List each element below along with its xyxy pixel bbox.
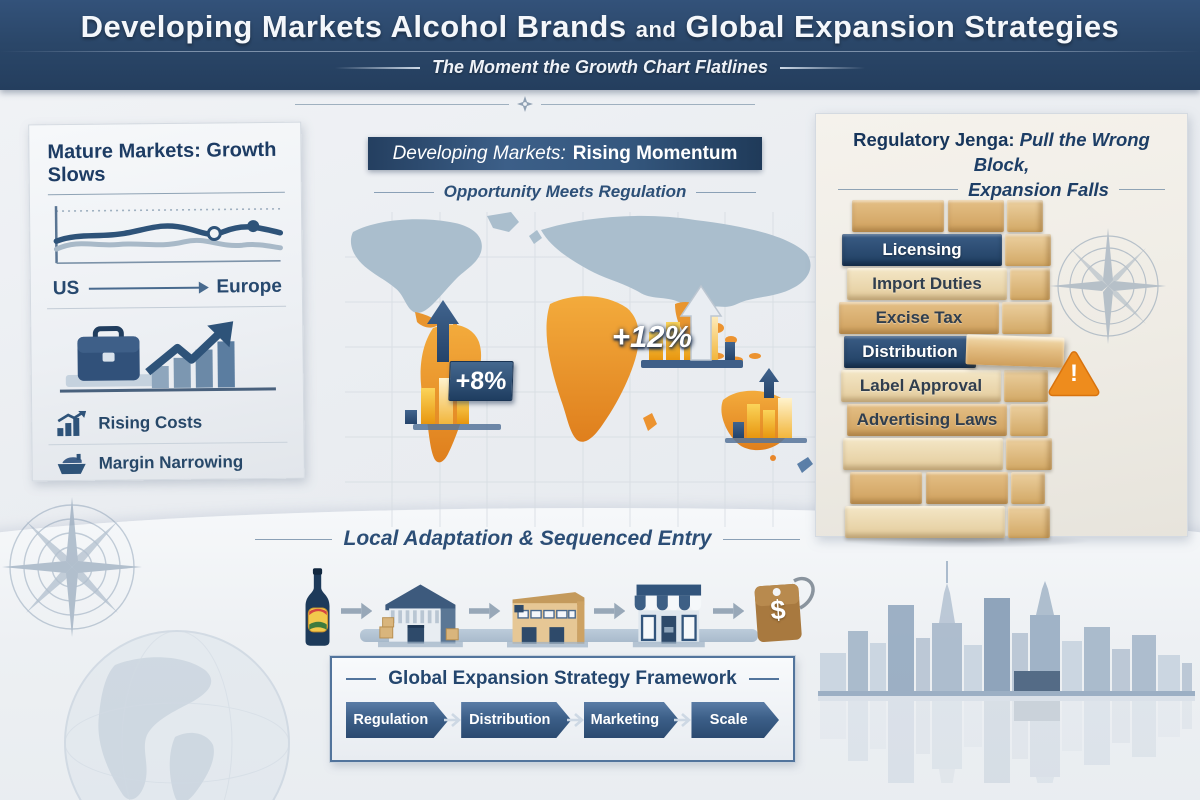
arrow-icon [712, 602, 744, 620]
bullet-margin-narrowing: Margin Narrowing [48, 441, 288, 484]
supply-chain-row: $ [300, 558, 820, 650]
arrow-icon [593, 602, 626, 620]
arrow-icon [341, 602, 373, 620]
jenga-block-label-approval: Label Approval [841, 370, 1048, 402]
developing-markets-banner: Developing Markets: Rising Momentum [368, 137, 762, 170]
wine-bottle-icon [305, 568, 330, 646]
jenga-title-italic: Pull the Wrong Block, [973, 129, 1150, 175]
jenga-block-licensing: Licensing [842, 234, 1051, 266]
continent-eurasia [541, 215, 811, 311]
framework-title-row: Global Expansion Strategy Framework [346, 668, 779, 690]
step-distribution: Distribution [461, 702, 571, 738]
up-arrow-icon [427, 300, 459, 362]
up-arrow-icon-small [759, 368, 779, 398]
globe-icon [64, 630, 290, 800]
subtitle-line-right [780, 66, 865, 69]
step-arrow-icon [565, 713, 590, 727]
continent-africa [546, 296, 639, 442]
subtitle-line-left [334, 66, 420, 69]
banner-emphasis: Rising Momentum [572, 142, 738, 164]
banner-prefix: Developing Markets: [392, 142, 566, 164]
compass-ornament-icon [517, 96, 533, 112]
mature-markets-panel: Mature Markets: Growth Slows US Europe [28, 121, 305, 484]
step-arrow-icon [673, 713, 698, 727]
jenga-block-distribution: Distribution [844, 336, 976, 368]
title-secondary: Global Expansion Strategies [685, 9, 1120, 44]
jenga-plain-row [850, 472, 1045, 504]
factory-icon [506, 592, 588, 648]
jenga-block-advertising-laws: Advertising Laws [847, 404, 1048, 436]
framework-steps: Regulation Distribution Marketing Scale [346, 702, 779, 738]
up-arrow-icon-large [679, 284, 723, 361]
continent-north-america [350, 212, 519, 313]
ship-icon [57, 453, 86, 475]
world-map [345, 212, 820, 527]
jenga-plain-row [843, 438, 1052, 470]
page-subtitle: The Moment the Growth Chart Flatlines [431, 57, 768, 77]
compass-rose-icon-left [2, 497, 142, 637]
bullet-label: Rising Costs [98, 412, 203, 433]
flow-arrow-icon [89, 286, 207, 290]
ornament-row [295, 96, 755, 112]
bullet-label: Margin Narrowing [98, 452, 244, 473]
step-marketing: Marketing [584, 702, 679, 738]
arrow-icon [469, 602, 501, 620]
jenga-tower: Licensing Import Duties Excise Tax Distr… [838, 200, 1168, 548]
jenga-panel-title: Regulatory Jenga: Pull the Wrong Block, [828, 128, 1175, 178]
price-tag-icon: $ [750, 575, 820, 650]
market-flow-row: US Europe [53, 276, 282, 300]
briefcase-growth-illustration [59, 321, 276, 393]
header-divider [0, 51, 1200, 52]
framework-title: Global Expansion Strategy Framework [388, 668, 737, 689]
rising-bars-icon [57, 410, 87, 437]
sequence-title-row: Local Adaptation & Sequenced Entry [255, 527, 801, 551]
jenga-plain-row [845, 506, 1050, 538]
title-conjunction: and [635, 17, 677, 42]
bullet-rising-costs: Rising Costs [48, 402, 287, 445]
step-regulation: Regulation [346, 702, 449, 738]
strategy-framework-box: Global Expansion Strategy Framework Regu… [329, 655, 796, 763]
page-title: Developing Markets Alcohol Brands and Gl… [0, 9, 1200, 45]
jenga-plain-row [852, 200, 1043, 232]
title-main: Developing Markets Alcohol Brands [80, 9, 627, 44]
city-skyline [818, 561, 1195, 783]
sequence-title: Local Adaptation & Sequenced Entry [343, 527, 712, 550]
jenga-title-line2: Expansion Falls [816, 179, 1187, 201]
jenga-block-excise-tax: Excise Tax [839, 302, 1052, 334]
warehouse-icon [378, 584, 464, 648]
to-market-label: Europe [216, 275, 282, 298]
bar-group-australia [733, 398, 792, 438]
header-subtitle-row: The Moment the Growth Chart Flatlines [0, 57, 1200, 78]
header-banner: Developing Markets Alcohol Brands and Gl… [0, 0, 1200, 90]
storefront-icon [632, 584, 705, 648]
from-market-label: US [52, 277, 80, 300]
warning-icon: ! [1048, 350, 1100, 398]
jenga-block-import-duties: Import Duties [847, 268, 1050, 300]
new-zealand [797, 457, 813, 473]
regulatory-jenga-panel: Regulatory Jenga: Pull the Wrong Block, … [815, 113, 1188, 548]
jenga-title-bold: Regulatory Jenga: [853, 129, 1015, 150]
middle-subtitle-row: Opportunity Meets Regulation [368, 182, 762, 202]
step-arrow-icon [443, 713, 468, 727]
middle-subtitle: Opportunity Meets Regulation [443, 182, 687, 201]
flatline-trend-chart [53, 206, 284, 264]
growth-badge-south-america: +8% [448, 361, 514, 401]
mature-markets-title: Mature Markets: Growth Slows [47, 138, 277, 187]
growth-badge-asia: +12% [611, 319, 693, 354]
step-scale: Scale [691, 702, 779, 738]
compass-rose-icon-right [1050, 228, 1166, 344]
